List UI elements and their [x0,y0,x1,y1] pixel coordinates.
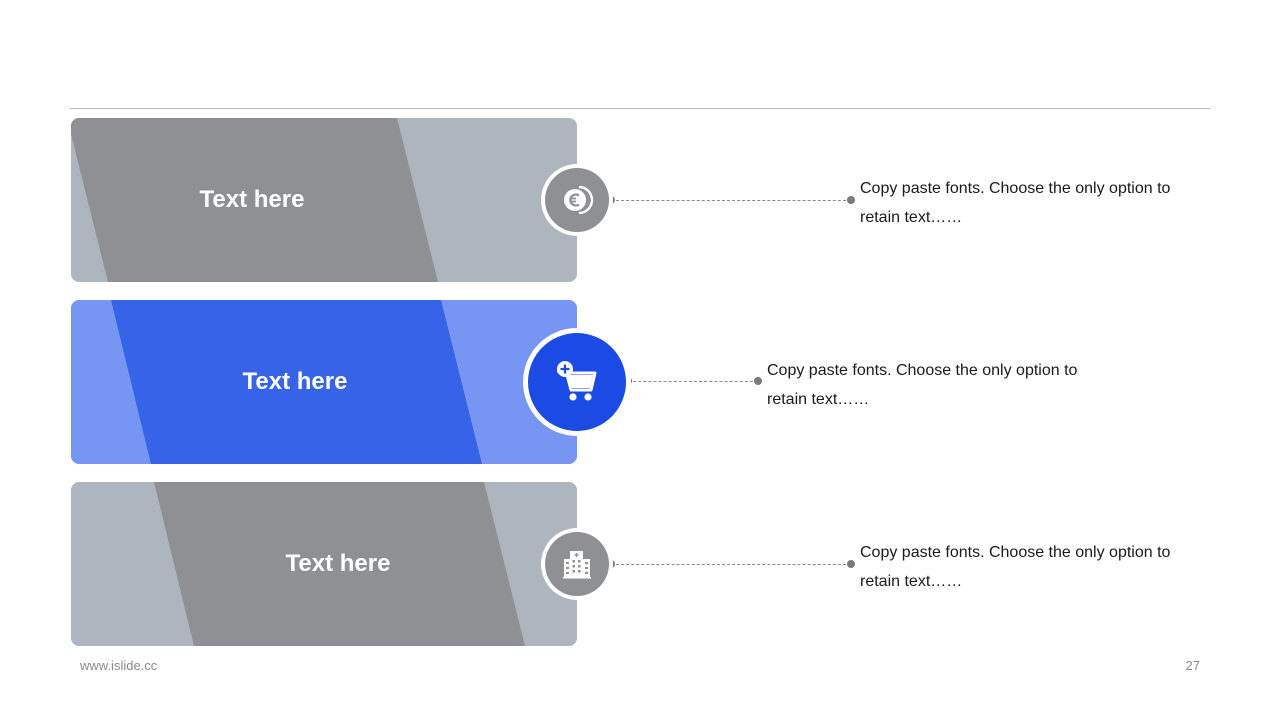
card-3: Text here [71,482,577,646]
card-1: Text here [71,118,577,282]
shopping-cart-add-icon [557,361,597,401]
card-2: Text here [71,300,577,464]
card-1-band [71,118,438,282]
top-divider [70,108,1210,109]
office-building-icon [563,551,591,579]
card-3-label: Text here [285,550,391,577]
badge-2 [523,328,631,436]
row-1: Text here Copy paste fonts. Choose the o… [0,118,1280,282]
connector-line-1 [611,200,851,201]
page-number: 27 [1185,658,1200,673]
card-2-band [111,300,482,464]
connector-dot-end-3 [847,560,855,568]
badge-3 [541,528,613,600]
connector-dot-end-2 [754,377,762,385]
connector-dot-end-1 [847,196,855,204]
connector-line-3 [611,564,851,565]
card-1-label: Text here [199,186,305,213]
row-3: Text here [0,482,1280,646]
connector-line-2 [628,381,758,382]
badge-1 [541,164,613,236]
description-1: Copy paste fonts. Choose the only option… [860,180,1171,226]
description-3: Copy paste fonts. Choose the only option… [860,544,1171,590]
row-2: Text here Copy paste fonts. Choose the o… [0,300,1280,464]
description-2: Copy paste fonts. Choose the only option… [767,362,1078,408]
card-3-band [154,482,525,646]
footer-url[interactable]: www.islide.cc [80,658,158,673]
card-2-label: Text here [242,368,348,395]
euro-coins-icon [564,185,594,215]
